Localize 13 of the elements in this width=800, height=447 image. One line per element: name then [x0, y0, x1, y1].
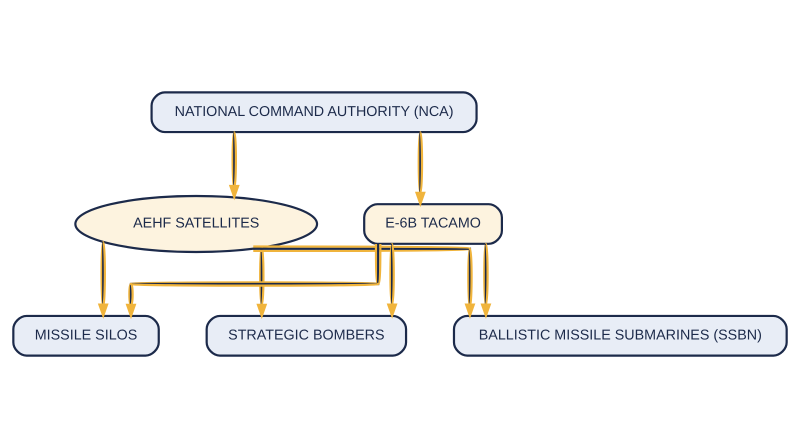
arrow: [228, 131, 240, 200]
arrow: [480, 243, 492, 318]
node-box: STRATEGIC BOMBERS: [206, 314, 408, 356]
arrow: [386, 243, 398, 318]
node-ellipse: AEHF SATELLITES: [74, 194, 318, 253]
arrow: [414, 131, 426, 207]
node-box: E-6B TACAMO: [363, 202, 503, 244]
node-box: MISSILE SILOS: [12, 314, 160, 356]
node-box: NATIONAL COMMAND AUTHORITY (NCA): [150, 90, 478, 133]
node-box: BALLISTIC MISSILE SUBMARINES (SSBN): [452, 314, 788, 356]
arrow: [126, 243, 382, 319]
arrow: [98, 241, 109, 318]
arrow: [253, 244, 476, 318]
